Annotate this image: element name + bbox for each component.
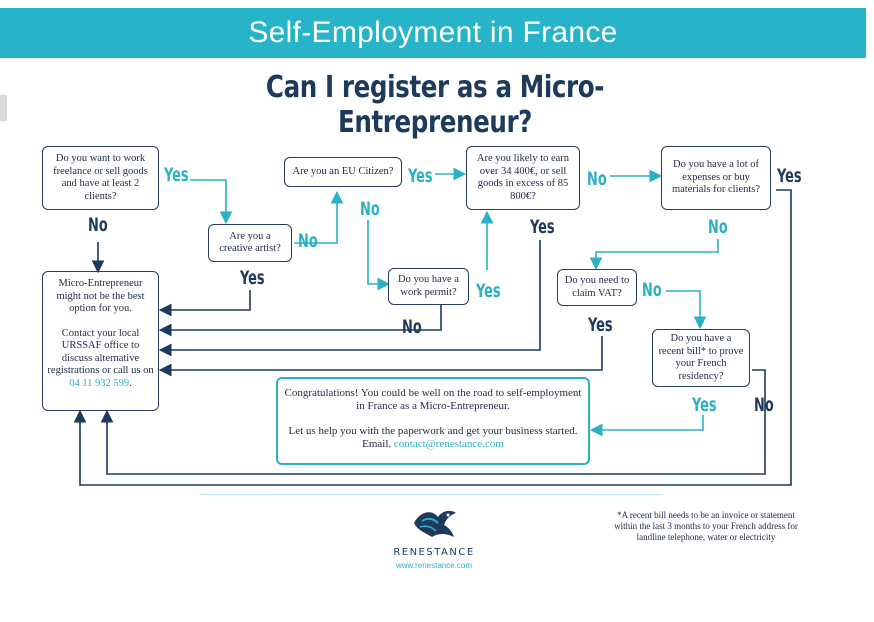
node-vat-question: Do you need to claim VAT?: [557, 269, 637, 306]
edge-creative-no: [294, 190, 344, 244]
node-vat-text: Do you need to claim VAT?: [564, 275, 630, 299]
label-no-freelance: No: [88, 214, 108, 236]
congrats-help-text: Let us help you with the paperwork and g…: [288, 425, 578, 450]
label-no-earn: No: [587, 168, 607, 190]
edge-creative-yes: [158, 290, 251, 317]
edge-vat-yes: [158, 336, 603, 377]
outcome-not-recommended-text: Micro-Entrepreneur might not be the best…: [56, 278, 145, 314]
banner-title: Self-Employment in France: [248, 16, 618, 49]
node-earn-text: Are you likely to earn over 34 400€, or …: [476, 153, 570, 202]
edge-earn-yes: [158, 240, 541, 357]
node-eu-text: Are you an EU Citizen?: [292, 165, 394, 177]
node-freelance-text: Do you want to work freelance or sell go…: [53, 153, 148, 202]
node-expenses-question: Do you have a lot of expenses or buy mat…: [661, 146, 771, 210]
label-yes-bill: Yes: [692, 394, 717, 416]
label-yes-earn: Yes: [530, 216, 555, 238]
title-banner: Self-Employment in France: [0, 8, 866, 58]
label-no-creative: No: [298, 230, 318, 252]
node-bill-question: Do you have a recent bill* to prove your…: [652, 329, 750, 387]
outcome-contact-text: Contact your local URSSAF office to disc…: [47, 327, 154, 377]
edge-eu-no: [367, 220, 391, 291]
bird-logo-icon: [414, 510, 456, 537]
page-headline: Can I register as a Micro-Entrepreneur?: [265, 70, 605, 140]
edge-expenses-yes: [73, 189, 792, 486]
footer-divider: [200, 494, 662, 495]
label-no-bill: No: [754, 394, 774, 416]
node-bill-text: Do you have a recent bill* to prove your…: [658, 333, 744, 382]
node-freelance-question: Do you want to work freelance or sell go…: [42, 146, 159, 210]
label-yes-creative: Yes: [240, 267, 265, 289]
node-creative-text: Are you a creative artist?: [219, 230, 281, 255]
node-creative-question: Are you a creative artist?: [208, 224, 292, 262]
footnote: *A recent bill needs to be an invoice or…: [614, 510, 798, 542]
label-yes-eu: Yes: [408, 165, 433, 187]
node-earn-question: Are you likely to earn over 34 400€, or …: [466, 146, 580, 210]
outcome-congratulations: Congratulations! You could be well on th…: [276, 377, 590, 465]
edge-freelance-yes: [190, 179, 233, 225]
edge-bill-yes: [589, 415, 704, 437]
node-eu-question: Are you an EU Citizen?: [284, 157, 402, 187]
edge-permit-no: [158, 305, 442, 337]
label-yes-expenses: Yes: [777, 165, 802, 187]
congrats-text: Congratulations! You could be well on th…: [284, 387, 582, 412]
node-permit-question: Do you have a work permit?: [388, 268, 469, 305]
label-yes-permit: Yes: [476, 280, 501, 302]
outcome-not-recommended: Micro-Entrepreneur might not be the best…: [42, 271, 159, 411]
label-no-eu: No: [360, 198, 380, 220]
node-permit-text: Do you have a work permit?: [398, 274, 459, 298]
contact-email-link[interactable]: contact@renestance.com: [393, 438, 504, 450]
brand-name: RENESTANCE: [393, 547, 475, 558]
label-no-vat: No: [642, 279, 662, 301]
brand-url[interactable]: www.renestance.com: [395, 561, 473, 570]
side-tab: [0, 95, 7, 121]
node-expenses-text: Do you have a lot of expenses or buy mat…: [671, 159, 761, 196]
edge-expenses-no: [589, 239, 719, 271]
label-yes-vat: Yes: [588, 314, 613, 336]
edge-bill-no: [100, 369, 766, 475]
label-yes-freelance: Yes: [164, 164, 189, 186]
label-no-expenses: No: [708, 216, 728, 238]
edge-vat-no: [666, 290, 707, 330]
phone-period: .: [129, 377, 132, 389]
label-no-permit: No: [402, 316, 422, 338]
phone-number[interactable]: 04 11 932 599: [69, 377, 130, 389]
